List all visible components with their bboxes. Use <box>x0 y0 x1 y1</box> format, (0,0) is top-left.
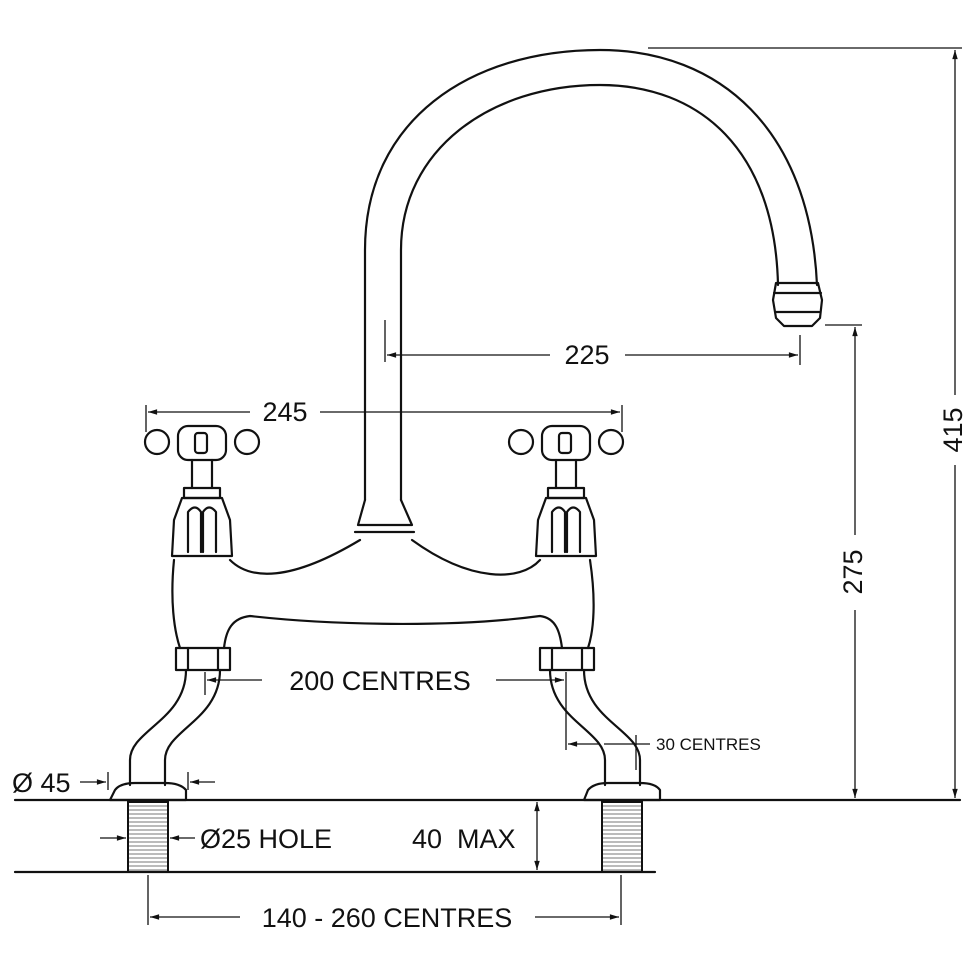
handle-span-label: 245 <box>262 397 307 427</box>
tap-body <box>171 538 595 650</box>
right-handle <box>507 424 625 672</box>
tap-centres-label: 140 - 260 CENTRES <box>262 903 513 933</box>
spout <box>353 48 824 534</box>
spout-reach-label: 225 <box>564 340 609 370</box>
body-centres-label: 200 CENTRES <box>289 666 471 696</box>
dimension-lines <box>80 47 962 925</box>
hole-diameter-label: Ø25 HOLE <box>200 824 332 854</box>
leg-offset-label: 30 CENTRES <box>656 735 761 754</box>
deck-thickness-label: 40 MAX <box>412 824 516 854</box>
spout-height-label: 275 <box>838 549 868 594</box>
right-leg <box>548 668 662 873</box>
left-leg <box>108 668 222 873</box>
left-handle <box>143 424 261 672</box>
base-diameter-label: Ø 45 <box>12 768 71 798</box>
overall-height-label: 415 <box>938 407 968 452</box>
